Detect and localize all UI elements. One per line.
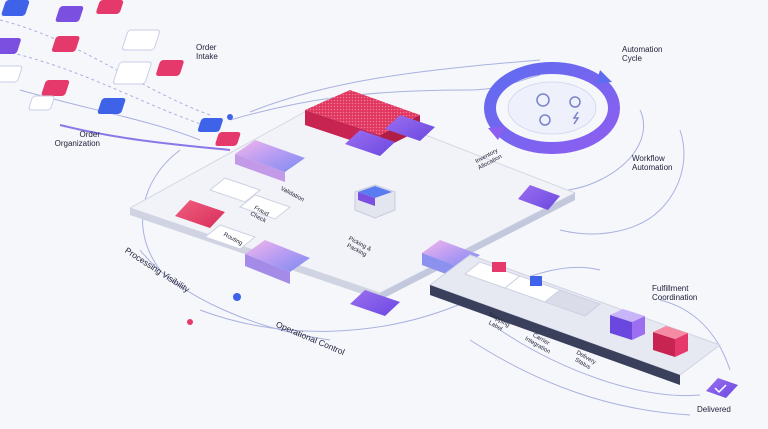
conveyor-belt xyxy=(428,254,722,385)
automation-cycle-ring xyxy=(484,62,620,154)
label-automation-cycle: Automation Cycle xyxy=(622,45,663,63)
label-fulfillment-coordination: Fulfillment Coordination xyxy=(652,284,698,302)
intake-tiles xyxy=(0,0,241,146)
hub-hexagon xyxy=(354,184,396,219)
label-order-organization: Order Organization xyxy=(54,130,100,148)
fraud-pink-tile xyxy=(175,200,225,228)
purple-tiles xyxy=(345,115,560,316)
label-workflow-automation: Workflow Automation xyxy=(632,154,673,172)
label-order-intake: Order Intake xyxy=(196,43,218,61)
check-icon xyxy=(714,384,727,394)
label-delivered: Delivered xyxy=(697,405,731,414)
validation-stack xyxy=(203,177,292,250)
